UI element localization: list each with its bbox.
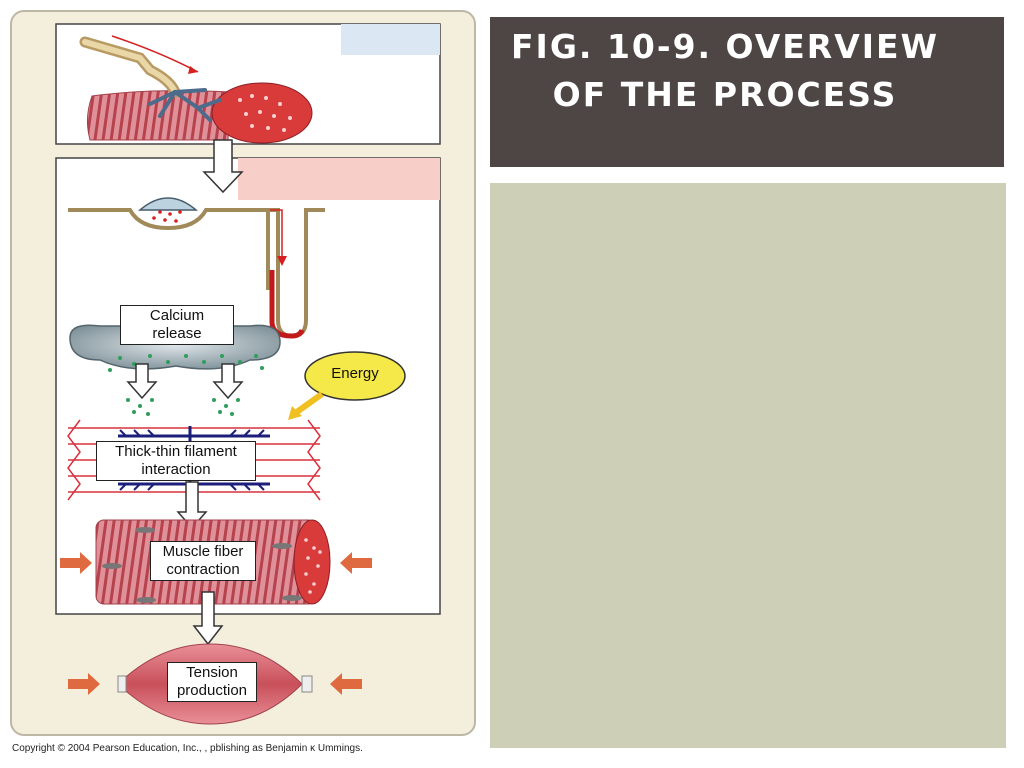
energy-arrow <box>292 391 324 417</box>
membrane-outer <box>68 208 270 290</box>
compression-arrows-fiber <box>60 552 372 574</box>
energy-ellipse <box>304 351 406 401</box>
content-placeholder <box>490 183 1006 748</box>
myosin-heads <box>119 429 265 491</box>
blank-label-pink <box>238 158 440 200</box>
arrow-calcium-right <box>212 363 244 400</box>
t-tubule-red <box>269 270 305 339</box>
tendon-left <box>117 675 127 693</box>
synaptic-vesicle <box>137 197 199 211</box>
compression-arrows-tension <box>68 673 362 695</box>
slide-title: Fig. 10-9. Overview of the Process <box>511 27 939 114</box>
arrow-down-3 <box>192 591 224 646</box>
title-box: Fig. 10-9. Overview of the Process <box>490 17 1004 167</box>
label-muscle-fiber: Muscle fiber contraction <box>150 541 256 581</box>
calcium-ions-released <box>108 354 264 416</box>
action-potential-arrow <box>270 209 283 258</box>
blank-label-blue <box>341 24 440 55</box>
arrow-down-1 <box>202 139 244 194</box>
nuclei <box>102 527 302 603</box>
cylinder-end <box>293 519 331 605</box>
acetylcholine-dots <box>152 210 182 223</box>
label-energy: Energy <box>331 365 379 382</box>
label-calcium-release: Calcium release <box>120 305 234 345</box>
nerve-terminal-branches <box>148 88 222 122</box>
label-thick-thin: Thick-thin filament interaction <box>96 441 256 481</box>
fiber-cross-section <box>211 82 313 144</box>
label-tension: Tension production <box>167 662 257 702</box>
tendon-right <box>301 675 313 693</box>
fiber-dots <box>238 94 292 132</box>
copyright-text: Copyright © 2004 Pearson Education, Inc.… <box>12 743 363 754</box>
arrow-calcium-left <box>126 363 158 400</box>
